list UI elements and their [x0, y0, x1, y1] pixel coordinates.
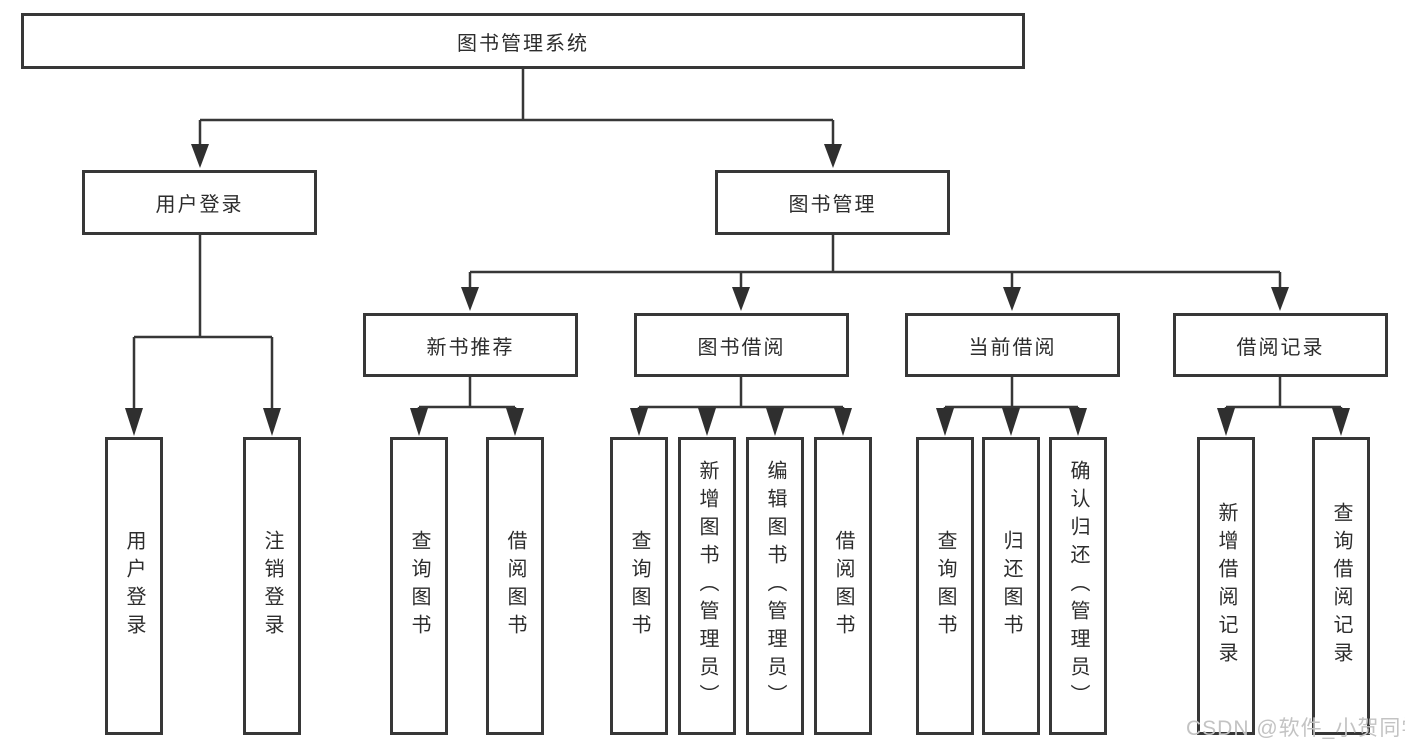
leaf-label: 归还图书 [1000, 530, 1022, 642]
leaf-label: 用户登录 [123, 530, 145, 642]
leaf-edit-books-admin: 编辑图书（管理员） [746, 437, 804, 735]
leaf-query-books-borrow: 查询图书 [610, 437, 668, 735]
leaf-logout: 注销登录 [243, 437, 301, 735]
node-user-login: 用户登录 [82, 170, 317, 235]
leaf-query-books-recommend: 查询图书 [390, 437, 448, 735]
leaf-label: 新增图书（管理员） [696, 460, 718, 712]
node-root: 图书管理系统 [21, 13, 1025, 69]
leaf-query-books-current: 查询图书 [916, 437, 974, 735]
leaf-query-borrow-record: 查询借阅记录 [1312, 437, 1370, 735]
csdn-watermark: CSDN @软件_小贺同学 [1186, 717, 1405, 740]
leaf-add-books-admin: 新增图书（管理员） [678, 437, 736, 735]
node-new-book-recommendation: 新书推荐 [363, 313, 578, 377]
node-book-borrowing: 图书借阅 [634, 313, 849, 377]
leaf-label: 查询图书 [934, 530, 956, 642]
leaf-borrow-books: 借阅图书 [814, 437, 872, 735]
leaf-label: 查询图书 [628, 530, 650, 642]
node-current-borrowing: 当前借阅 [905, 313, 1120, 377]
leaf-borrow-books-recommend: 借阅图书 [486, 437, 544, 735]
leaf-user-login: 用户登录 [105, 437, 163, 735]
leaf-label: 借阅图书 [504, 530, 526, 642]
leaf-label: 借阅图书 [832, 530, 854, 642]
leaf-label: 新增借阅记录 [1215, 502, 1237, 670]
node-book-management: 图书管理 [715, 170, 950, 235]
leaf-label: 查询图书 [408, 530, 430, 642]
leaf-label: 注销登录 [261, 530, 283, 642]
node-borrowing-records: 借阅记录 [1173, 313, 1388, 377]
leaf-label: 编辑图书（管理员） [764, 460, 786, 712]
leaf-confirm-return-admin: 确认归还（管理员） [1049, 437, 1107, 735]
leaf-label: 确认归还（管理员） [1067, 460, 1089, 712]
leaf-label: 查询借阅记录 [1330, 502, 1352, 670]
leaf-add-borrow-record: 新增借阅记录 [1197, 437, 1255, 735]
leaf-return-books: 归还图书 [982, 437, 1040, 735]
